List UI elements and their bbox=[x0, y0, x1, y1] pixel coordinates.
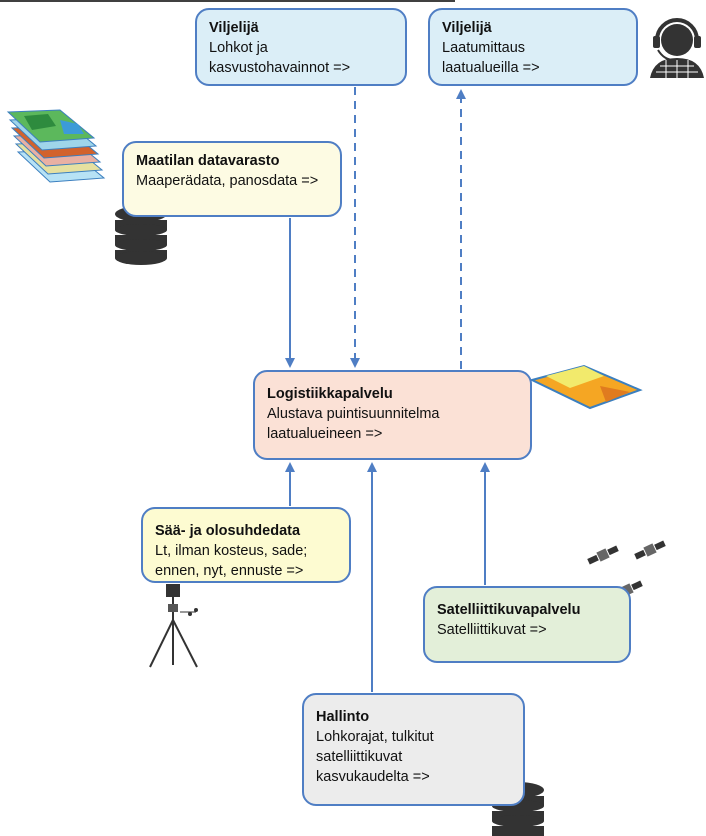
box-title: Viljelijä bbox=[442, 20, 492, 36]
box-text: Alustava puintisuunnitelma bbox=[267, 406, 440, 422]
satellite-image-service-box: Satelliittikuvapalvelu Satelliittikuvat … bbox=[423, 586, 631, 663]
weather-data-box: Sää- ja olosuhdedata Lt, ilman kosteus, … bbox=[141, 507, 351, 583]
administration-box: Hallinto Lohkorajat, tulkitut satelliitt… bbox=[302, 693, 525, 806]
box-title: Satelliittikuvapalvelu bbox=[437, 602, 581, 618]
box-text: Lt, ilman kosteus, sade; bbox=[155, 543, 308, 559]
farmer-field-observations-box: Viljelijä Lohkot ja kasvustohavainnot => bbox=[195, 8, 407, 86]
box-text: kasvustohavainnot => bbox=[209, 60, 351, 76]
farmer-quality-measurement-box: Viljelijä Laatumittaus laatualueilla => bbox=[428, 8, 638, 86]
box-title: Viljelijä bbox=[209, 20, 259, 36]
box-title: Sää- ja olosuhdedata bbox=[155, 523, 301, 539]
box-text: Lohkorajat, tulkitut bbox=[316, 729, 434, 745]
box-text: Satelliittikuvat => bbox=[437, 622, 547, 638]
box-text: Laatumittaus bbox=[442, 40, 526, 56]
satellite-icon bbox=[587, 540, 666, 600]
box-title: Logistiikkapalvelu bbox=[267, 386, 393, 402]
weather-station-icon bbox=[149, 584, 198, 668]
box-text: laatualueineen => bbox=[267, 426, 383, 442]
box-text: ennen, nyt, ennuste => bbox=[155, 563, 304, 579]
box-title: Hallinto bbox=[316, 709, 370, 725]
box-text: laatualueilla => bbox=[442, 60, 540, 76]
headset-person-icon bbox=[650, 18, 704, 78]
box-title: Maatilan datavarasto bbox=[136, 153, 280, 169]
map-layers-icon bbox=[6, 109, 106, 183]
box-text: kasvukaudelta => bbox=[316, 769, 430, 785]
box-text: Lohkot ja bbox=[209, 40, 268, 56]
farm-datastore-box: Maatilan datavarasto Maaperädata, panosd… bbox=[122, 141, 342, 217]
logistics-service-box: Logistiikkapalvelu Alustava puintisuunni… bbox=[253, 370, 532, 460]
box-text: satelliittikuvat bbox=[316, 749, 403, 765]
box-text: Maaperädata, panosdata => bbox=[136, 173, 319, 189]
field-map-icon bbox=[529, 364, 643, 410]
